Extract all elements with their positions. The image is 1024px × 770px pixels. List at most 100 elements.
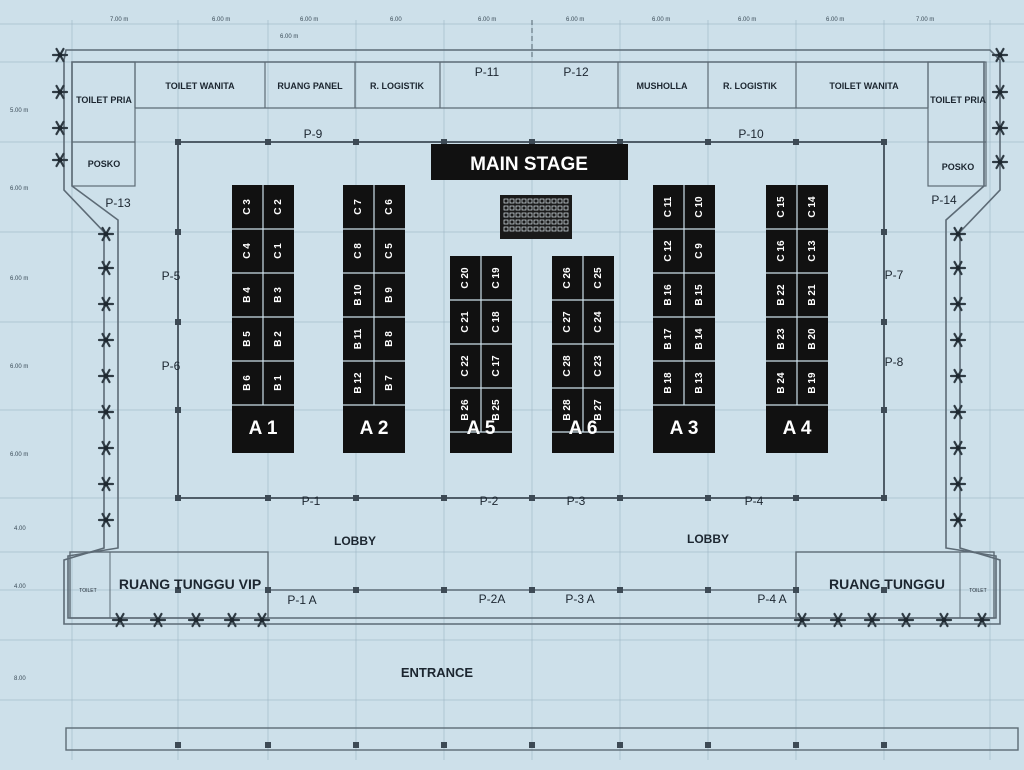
palm-plant-icon bbox=[97, 368, 115, 384]
seat bbox=[551, 219, 557, 225]
palm-plant-icon bbox=[991, 47, 1009, 63]
palm-plant-icon bbox=[949, 332, 967, 348]
booth-code: C 26 bbox=[562, 267, 573, 289]
dim-left-2: 6.00 m bbox=[10, 186, 28, 192]
column-marker bbox=[529, 139, 535, 145]
seat bbox=[539, 212, 545, 218]
palm-plant-icon bbox=[97, 226, 115, 242]
door-p14: P-14 bbox=[931, 193, 957, 207]
column-marker bbox=[265, 139, 271, 145]
toilet-pria-left: TOILET PRIA bbox=[76, 95, 132, 105]
main-stage-label: MAIN STAGE bbox=[470, 154, 588, 175]
seat bbox=[563, 212, 569, 218]
seat bbox=[527, 212, 533, 218]
column-marker bbox=[441, 139, 447, 145]
musholla-label: MUSHOLLA bbox=[637, 81, 688, 91]
door-p2a: P-2A bbox=[479, 592, 506, 606]
seat bbox=[515, 212, 521, 218]
booth-code: C 10 bbox=[694, 196, 705, 218]
seat bbox=[521, 198, 527, 204]
booth-code: C 18 bbox=[491, 311, 502, 333]
column-marker bbox=[529, 495, 535, 501]
palm-plant-icon bbox=[949, 476, 967, 492]
posko-left: POSKO bbox=[88, 159, 121, 169]
column-marker bbox=[793, 587, 799, 593]
palm-plant-icon bbox=[51, 47, 69, 63]
block-label-a6: A 6 bbox=[569, 418, 598, 439]
seat bbox=[533, 226, 539, 232]
booth-code: B 28 bbox=[562, 399, 573, 421]
door-p1: P-1 bbox=[302, 494, 321, 508]
seat bbox=[503, 205, 509, 211]
booth-code: B 24 bbox=[776, 372, 787, 394]
toilet-pria-right: TOILET PRIA bbox=[930, 95, 986, 105]
booth-code: B 17 bbox=[663, 328, 674, 350]
stage-seating-block bbox=[500, 195, 572, 239]
booth-code: C 22 bbox=[460, 355, 471, 377]
column-marker bbox=[705, 139, 711, 145]
dim-top-second: 6.00 m bbox=[280, 34, 298, 40]
column-marker bbox=[705, 495, 711, 501]
palm-plant-icon bbox=[949, 260, 967, 276]
r-logistik-left: R. LOGISTIK bbox=[370, 81, 425, 91]
dim-left-7: 4.00 bbox=[14, 584, 26, 590]
r-logistik-right: R. LOGISTIK bbox=[723, 81, 778, 91]
seat bbox=[533, 205, 539, 211]
booth-code: B 27 bbox=[593, 399, 604, 421]
palm-plant-icon bbox=[97, 512, 115, 528]
column-marker bbox=[175, 139, 181, 145]
booth-code: B 19 bbox=[807, 372, 818, 394]
seat bbox=[557, 226, 563, 232]
decorative-plants bbox=[51, 47, 1009, 628]
booth-code: C 27 bbox=[562, 311, 573, 333]
seat bbox=[509, 205, 515, 211]
lobby-left: LOBBY bbox=[334, 534, 376, 548]
column-marker bbox=[793, 742, 799, 748]
column-marker bbox=[175, 495, 181, 501]
door-p1a: P-1 A bbox=[287, 593, 316, 607]
booth-code: C 6 bbox=[384, 199, 395, 215]
seat bbox=[503, 219, 509, 225]
palm-plant-icon bbox=[949, 296, 967, 312]
column-marker bbox=[881, 407, 887, 413]
booth-code: B 13 bbox=[694, 372, 705, 394]
posko-right: POSKO bbox=[942, 162, 975, 172]
seat bbox=[539, 205, 545, 211]
palm-plant-icon bbox=[897, 612, 915, 628]
seat bbox=[515, 219, 521, 225]
palm-plant-icon bbox=[97, 440, 115, 456]
seat bbox=[557, 205, 563, 211]
booth-code: C 20 bbox=[460, 267, 471, 289]
booth-code: C 21 bbox=[460, 311, 471, 333]
seat bbox=[551, 205, 557, 211]
column-marker bbox=[353, 139, 359, 145]
booth-code: B 18 bbox=[663, 372, 674, 394]
door-p4a: P-4 A bbox=[757, 592, 786, 606]
booth-code: C 17 bbox=[491, 355, 502, 377]
dim-left-8: 8.00 bbox=[14, 676, 26, 682]
toilet-small-right: TOILET bbox=[969, 588, 986, 594]
seat bbox=[563, 219, 569, 225]
seat bbox=[551, 212, 557, 218]
booth-code: B 11 bbox=[353, 328, 364, 349]
booth-code: C 5 bbox=[384, 243, 395, 259]
column-marker bbox=[881, 229, 887, 235]
booth-code: B 22 bbox=[776, 284, 787, 306]
booth-code: B 23 bbox=[776, 328, 787, 350]
dim-top-8: 6.00 m bbox=[738, 17, 756, 23]
palm-plant-icon bbox=[97, 296, 115, 312]
toilet-wanita-left: TOILET WANITA bbox=[165, 81, 235, 91]
seat bbox=[515, 205, 521, 211]
booth-code: B 4 bbox=[242, 287, 253, 303]
seat bbox=[563, 226, 569, 232]
booth-code: B 7 bbox=[384, 375, 395, 391]
palm-plant-icon bbox=[863, 612, 881, 628]
palm-plant-icon bbox=[949, 226, 967, 242]
booth-code: C 4 bbox=[242, 243, 253, 259]
dim-top-10: 7.00 m bbox=[916, 17, 934, 23]
seat bbox=[533, 212, 539, 218]
